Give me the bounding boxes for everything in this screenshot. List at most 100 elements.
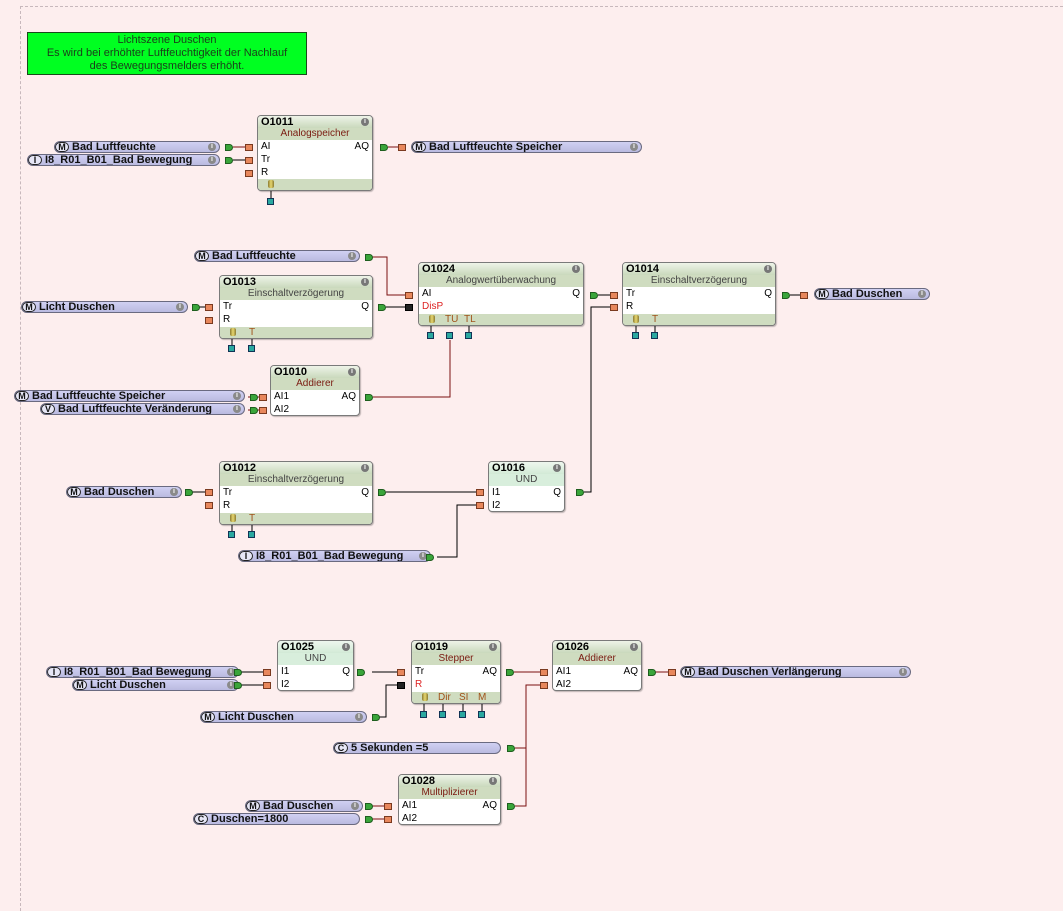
info-icon[interactable]: i: [630, 143, 638, 151]
param-tu[interactable]: TU: [445, 314, 459, 325]
info-icon[interactable]: i: [553, 464, 561, 472]
info-icon[interactable]: i: [208, 156, 216, 164]
parameter-connector[interactable]: [420, 711, 427, 718]
input-pin-i2[interactable]: I2: [492, 500, 501, 511]
input-connector[interactable]: [540, 682, 548, 689]
input-connector[interactable]: [245, 144, 253, 151]
param-t[interactable]: T: [652, 314, 659, 325]
input-connector[interactable]: [263, 669, 271, 676]
parameter-connector[interactable]: [267, 198, 274, 205]
output-connector[interactable]: [365, 394, 373, 401]
output-pin-q[interactable]: Q: [572, 288, 580, 299]
input-connector[interactable]: [205, 502, 213, 509]
input-connector[interactable]: [384, 816, 392, 823]
output-connector[interactable]: [590, 292, 598, 299]
output-connector[interactable]: [225, 144, 233, 151]
parameter-connector[interactable]: [228, 345, 235, 352]
input-connector[interactable]: [476, 502, 484, 509]
info-icon[interactable]: i: [348, 252, 356, 260]
info-icon[interactable]: i: [227, 681, 235, 689]
output-pin-q[interactable]: Q: [361, 301, 369, 312]
input-pin-tr[interactable]: Tr: [626, 288, 636, 299]
output-connector[interactable]: [507, 745, 515, 752]
input-connector[interactable]: [259, 407, 267, 414]
input-connector[interactable]: [263, 682, 271, 689]
output-connector[interactable]: [192, 304, 200, 311]
info-icon[interactable]: i: [918, 290, 926, 298]
parameter-connector[interactable]: [439, 711, 446, 718]
input-pin-tr[interactable]: Tr: [261, 154, 271, 165]
parameter-connector[interactable]: [632, 332, 639, 339]
output-connector[interactable]: [365, 816, 373, 823]
input-connector[interactable]: [205, 317, 213, 324]
input-connector[interactable]: [259, 394, 267, 401]
input-pin-ai2[interactable]: AI2: [274, 404, 290, 415]
info-icon[interactable]: i: [899, 668, 907, 676]
input-pin-r[interactable]: R: [626, 301, 634, 312]
output-pin-aq[interactable]: AQ: [482, 800, 497, 811]
parameter-connector[interactable]: [459, 711, 466, 718]
input-connector[interactable]: [405, 292, 413, 299]
input-connector[interactable]: [610, 304, 618, 311]
input-pin-tr[interactable]: Tr: [223, 487, 233, 498]
info-icon[interactable]: i: [361, 464, 369, 472]
parameter-connector[interactable]: [228, 531, 235, 538]
info-icon[interactable]: i: [355, 713, 363, 721]
output-connector[interactable]: [365, 254, 373, 261]
input-pin-r[interactable]: R: [223, 314, 231, 325]
info-icon[interactable]: i: [233, 405, 241, 413]
input-pin-ai1[interactable]: AI1: [402, 800, 418, 811]
input-connector[interactable]: [610, 292, 618, 299]
input-pin-ai1[interactable]: AI1: [274, 391, 290, 402]
output-connector[interactable]: [250, 407, 258, 414]
output-pin-q[interactable]: Q: [342, 666, 350, 677]
info-icon[interactable]: i: [208, 143, 216, 151]
output-connector[interactable]: [378, 489, 386, 496]
input-connector[interactable]: [205, 489, 213, 496]
info-icon[interactable]: i: [489, 777, 497, 785]
parameter-connector[interactable]: [427, 332, 434, 339]
info-icon[interactable]: i: [233, 392, 241, 400]
output-connector[interactable]: [506, 669, 514, 676]
input-pin-ai2[interactable]: AI2: [402, 813, 418, 824]
output-pin-q[interactable]: Q: [553, 487, 561, 498]
info-icon[interactable]: i: [489, 643, 497, 651]
output-pin-q[interactable]: Q: [764, 288, 772, 299]
input-connector[interactable]: [384, 803, 392, 810]
info-icon[interactable]: i: [630, 643, 638, 651]
output-connector[interactable]: [648, 669, 656, 676]
param-t[interactable]: T: [249, 513, 256, 524]
output-connector[interactable]: [357, 669, 365, 676]
output-connector[interactable]: [250, 394, 258, 401]
param-si[interactable]: SI: [459, 692, 469, 703]
comment-box[interactable]: Lichtszene Duschen Es wird bei erhöhter …: [27, 32, 307, 75]
input-pin-i1[interactable]: I1: [281, 666, 290, 677]
info-icon[interactable]: i: [351, 802, 359, 810]
input-pin-ai1[interactable]: AI1: [556, 666, 572, 677]
param-tl[interactable]: TL: [464, 314, 476, 325]
info-icon[interactable]: i: [419, 552, 427, 560]
param-m[interactable]: M: [478, 692, 487, 703]
input-connector[interactable]: [245, 157, 253, 164]
info-icon[interactable]: i: [361, 278, 369, 286]
output-connector[interactable]: [185, 489, 193, 496]
info-icon[interactable]: i: [170, 488, 178, 496]
input-pin-ai2[interactable]: AI2: [556, 679, 572, 690]
input-connector[interactable]: [800, 292, 808, 299]
input-pin-i2[interactable]: I2: [281, 679, 290, 690]
param-dir[interactable]: Dir: [438, 692, 451, 703]
output-connector[interactable]: [234, 682, 242, 689]
